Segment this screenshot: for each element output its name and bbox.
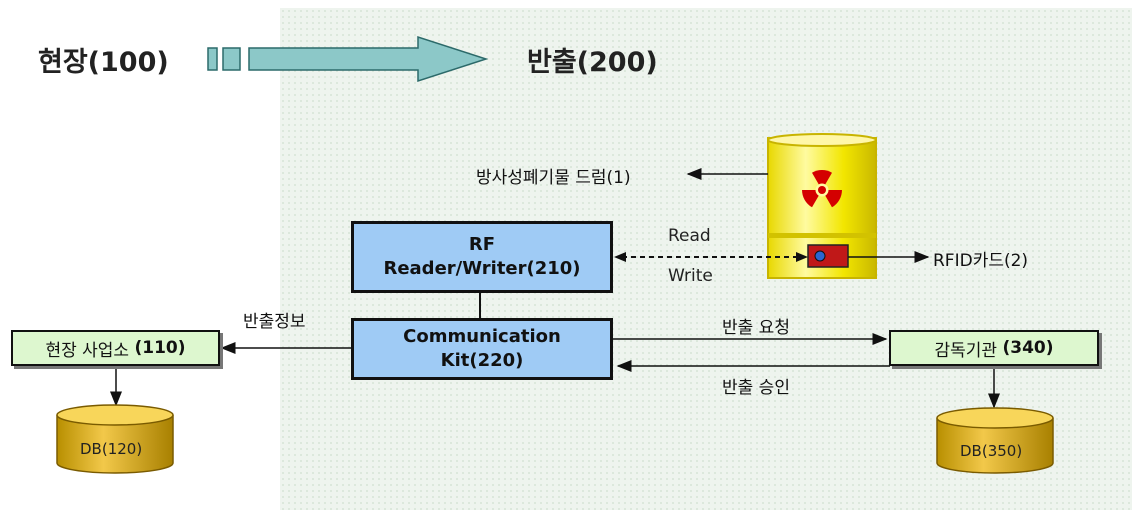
agency-name: 감독기관 — [934, 340, 998, 361]
site-office-box: 현장 사업소 (110) — [11, 330, 220, 366]
rf-reader-writer-box: RF Reader/Writer(210) — [351, 221, 613, 293]
supervisory-agency-box: 감독기관 (340) — [889, 330, 1099, 366]
stage-transition-arrow — [207, 35, 489, 83]
agency-code: (340) — [1002, 338, 1054, 358]
radiation-trefoil-icon — [802, 170, 842, 208]
write-label: Write — [668, 266, 713, 286]
rfid-card-icon — [807, 244, 849, 268]
db-agency-label: DB(350) — [960, 442, 1023, 460]
communication-kit-box: Communication Kit(220) — [351, 318, 613, 380]
site-office-code: (110) — [134, 338, 186, 358]
export-info-label: 반출정보 — [243, 312, 306, 332]
stage-export-label: 반출(200) — [527, 47, 658, 78]
database-cylinder-site — [56, 404, 174, 474]
rfid-card-label: RFID카드(2) — [933, 251, 1029, 271]
stage-site-label: 현장(100) — [38, 47, 169, 78]
db-site-label: DB(120) — [80, 440, 143, 458]
drum-label: 방사성폐기물 드럼(1) — [476, 168, 631, 188]
reader-title: RF — [468, 234, 496, 255]
export-approval-label: 반출 승인 — [722, 378, 790, 398]
radioactive-drum-icon — [767, 133, 877, 279]
database-cylinder-agency — [936, 407, 1054, 474]
read-write-link — [614, 252, 808, 262]
comm-subtitle: Kit(220) — [440, 350, 524, 371]
site-office-name: 현장 사업소 — [45, 340, 130, 361]
export-area-background — [280, 8, 1132, 510]
read-label: Read — [668, 226, 711, 246]
reader-subtitle: Reader/Writer(210) — [383, 258, 581, 279]
comm-title: Communication — [403, 326, 561, 347]
export-request-label: 반출 요청 — [722, 318, 790, 338]
